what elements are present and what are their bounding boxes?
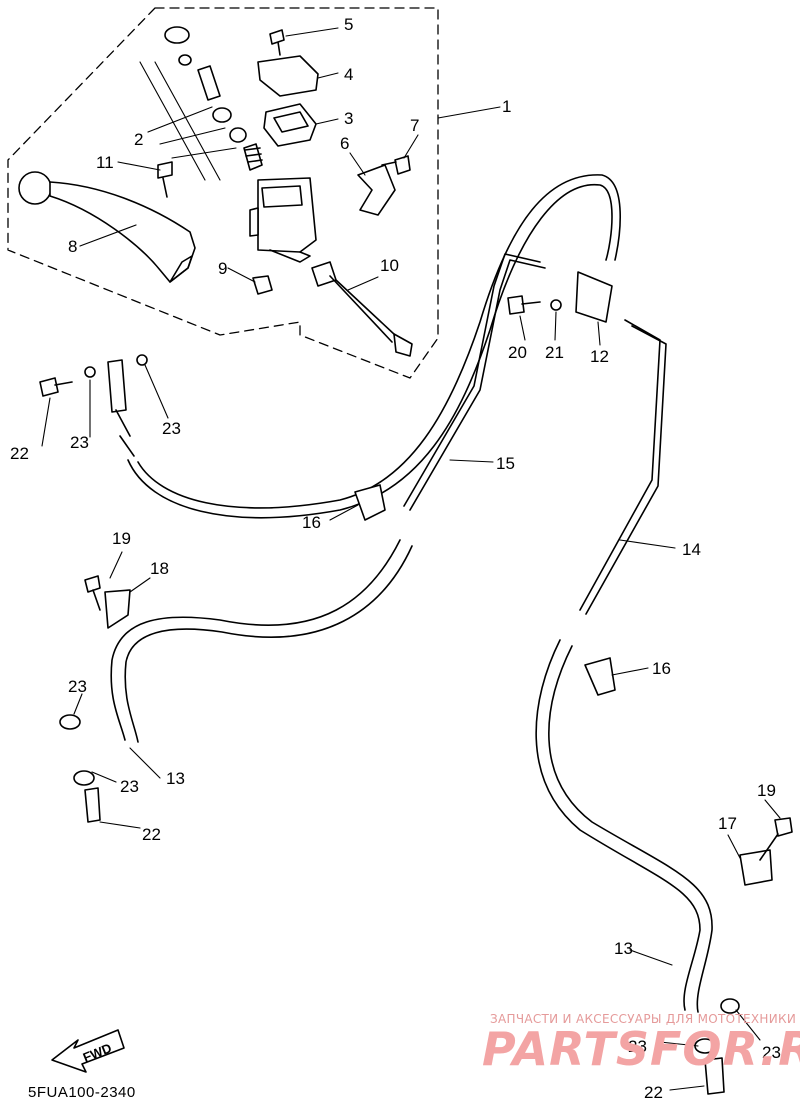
callout-label: 23 — [628, 1037, 647, 1056]
callout-label: 6 — [340, 134, 349, 153]
clip-16-upper — [354, 484, 386, 521]
callout-label: 7 — [410, 116, 419, 135]
callout-label: 15 — [496, 454, 515, 473]
callout-label: 22 — [142, 825, 161, 844]
callout-label: 23 — [70, 433, 89, 452]
callout-label: 19 — [112, 529, 131, 548]
callout-label: 3 — [344, 109, 353, 128]
watermark-tagline: ЗАПЧАСТИ И АКСЕССУАРЫ ДЛЯ МОТОТЕХНИКИ — [490, 1012, 797, 1026]
brake-hose-right — [535, 639, 701, 1011]
callout-label: 20 — [508, 343, 527, 362]
bolt-part — [157, 161, 173, 198]
diagram-code: 5FUA100-2340 — [28, 1084, 136, 1101]
callout-label: 17 — [718, 814, 737, 833]
callout-label: 16 — [652, 659, 671, 678]
callout-label: 11 — [96, 153, 114, 172]
callout-label: 16 — [302, 513, 321, 532]
callout-label: 18 — [150, 559, 169, 578]
callout-label: 23 — [162, 419, 181, 438]
callout-label: 13 — [166, 769, 185, 788]
nut-part — [252, 275, 273, 295]
callout-label: 23 — [762, 1043, 781, 1062]
joint-part — [575, 271, 613, 323]
callout-label: 4 — [344, 65, 353, 84]
callout-label: 5 — [344, 15, 353, 34]
brake-lever-part — [18, 171, 196, 283]
brake-hose-left — [110, 539, 401, 741]
fwd-arrow: FWD — [51, 1029, 125, 1073]
callout-label: 21 — [545, 343, 564, 362]
callout-label: 10 — [380, 256, 399, 275]
callout-label: 12 — [590, 347, 609, 366]
screw-part — [269, 29, 285, 56]
callout-label: 9 — [218, 259, 227, 278]
cap-part — [257, 55, 319, 97]
bracket-17 — [739, 849, 773, 886]
group-outline — [7, 7, 439, 379]
switch-part — [311, 261, 396, 343]
callout-label: 8 — [68, 237, 77, 256]
callout-label: 22 — [644, 1083, 663, 1102]
bracket-18 — [104, 589, 131, 629]
brake-pipe-14 — [579, 319, 661, 611]
clip-16-lower — [584, 657, 616, 696]
callout-label: 13 — [614, 939, 633, 958]
callout-label: 19 — [757, 781, 776, 800]
callout-label: 23 — [68, 677, 87, 696]
watermark-brand: PARTSFOR.RU — [482, 1022, 800, 1076]
callout-label: 23 — [120, 777, 139, 796]
callout-label: 22 — [10, 444, 29, 463]
callout-label: 14 — [682, 540, 701, 559]
brake-pipe-15 — [409, 259, 546, 511]
piston-kit-part — [164, 26, 263, 171]
callout-label: 2 — [134, 130, 143, 149]
master-cylinder-part — [249, 177, 317, 263]
callout-label: 1 — [502, 97, 511, 116]
diaphragm-part — [263, 103, 317, 147]
